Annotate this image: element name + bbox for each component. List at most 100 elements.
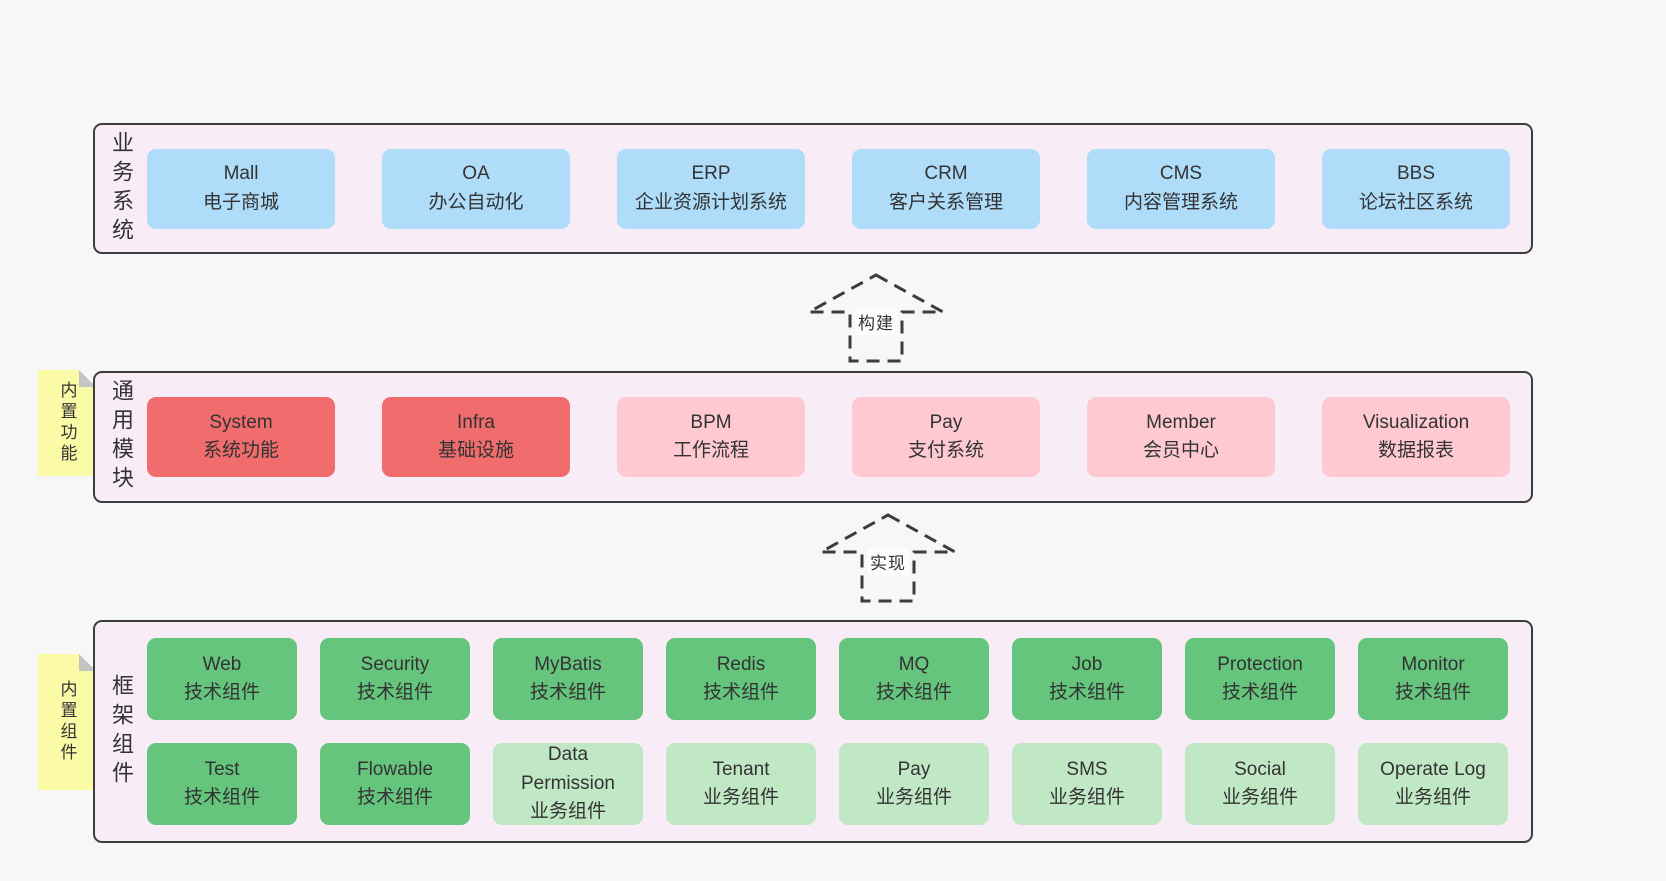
box-title: Security xyxy=(360,653,430,675)
box-subtitle: 技术组件 xyxy=(1394,682,1471,703)
box-subtitle: 办公自动化 xyxy=(428,191,524,213)
box-title: Flowable xyxy=(356,758,434,780)
box-title: BPM xyxy=(690,411,732,433)
box-subtitle: 业务组件 xyxy=(1394,787,1471,808)
box-visualization: Visualization 数据报表 xyxy=(1322,397,1510,477)
box-pay-module: Pay 支付系统 xyxy=(852,397,1040,477)
box-subtitle: 业务组件 xyxy=(1048,787,1125,808)
box-infra: Infra 基础设施 xyxy=(382,397,570,477)
sticky-note-built-in-components: 内置组件 xyxy=(38,654,96,790)
box-subtitle: 技术组件 xyxy=(875,682,952,703)
box-subtitle: 电子商城 xyxy=(202,191,279,213)
box-crm: CRM 客户关系管理 xyxy=(852,148,1040,229)
box-title: Mall xyxy=(223,163,259,184)
band-common-modules: 通用模块 System 系统功能 Infra 基础设施 BPM 工作流程 Pay… xyxy=(93,371,1533,503)
box-title: OA xyxy=(462,163,490,184)
box-subtitle: 技术组件 xyxy=(1221,682,1298,703)
box-subtitle: 论坛社区系统 xyxy=(1358,191,1473,213)
box-title: Protection xyxy=(1217,653,1303,675)
component-row-1: Web 技术组件 Security 技术组件 MyBatis 技术组件 Redi… xyxy=(147,638,1511,720)
box-sms: SMS 业务组件 xyxy=(1012,743,1162,825)
arrow-implement: 实现 xyxy=(818,512,958,604)
box-mq: MQ 技术组件 xyxy=(839,638,989,720)
box-subtitle: 业务组件 xyxy=(529,801,606,823)
box-subtitle: 业务组件 xyxy=(875,787,952,808)
box-test: Test 技术组件 xyxy=(147,743,297,825)
box-erp: ERP 企业资源计划系统 xyxy=(617,148,805,229)
dashed-up-arrow-icon xyxy=(820,513,956,603)
box-subtitle: 工作流程 xyxy=(672,440,749,461)
box-bpm: BPM 工作流程 xyxy=(617,397,805,477)
box-security: Security 技术组件 xyxy=(320,638,470,720)
arrow-label: 实现 xyxy=(867,548,909,575)
box-protection: Protection 技术组件 xyxy=(1185,638,1335,720)
box-title: CRM xyxy=(924,163,968,184)
box-subtitle: 会员中心 xyxy=(1142,440,1219,461)
box-tenant: Tenant 业务组件 xyxy=(666,743,816,825)
box-title: MyBatis xyxy=(534,653,602,675)
box-social: Social 业务组件 xyxy=(1185,743,1335,825)
box-subtitle: 技术组件 xyxy=(183,787,260,808)
box-title: Operate Log xyxy=(1380,758,1486,780)
band-title: 框架组件 xyxy=(109,673,134,790)
box-subtitle: 数据报表 xyxy=(1377,440,1454,461)
box-title: Web xyxy=(202,653,242,675)
box-pay-component: Pay 业务组件 xyxy=(839,743,989,825)
box-title: Pay xyxy=(897,758,931,780)
box-job: Job 技术组件 xyxy=(1012,638,1162,720)
box-flowable: Flowable 技术组件 xyxy=(320,743,470,825)
box-title: Data Permission xyxy=(521,744,615,794)
box-title: Monitor xyxy=(1401,653,1465,675)
box-subtitle: 客户关系管理 xyxy=(888,191,1003,213)
note-label: 内置功能 xyxy=(57,381,77,465)
dashed-up-arrow-icon xyxy=(808,273,944,363)
band-title: 通用模块 xyxy=(109,379,134,495)
box-title: CMS xyxy=(1159,163,1203,184)
box-title: Redis xyxy=(716,653,766,675)
box-subtitle: 技术组件 xyxy=(529,682,606,703)
box-mybatis: MyBatis 技术组件 xyxy=(493,638,643,720)
box-system: System 系统功能 xyxy=(147,397,335,477)
box-monitor: Monitor 技术组件 xyxy=(1358,638,1508,720)
box-title: Test xyxy=(204,758,240,780)
box-subtitle: 业务组件 xyxy=(702,787,779,808)
box-title: Infra xyxy=(456,411,496,433)
box-subtitle: 技术组件 xyxy=(183,682,260,703)
box-cms: CMS 内容管理系统 xyxy=(1087,148,1275,229)
business-system-boxes: Mall 电子商城 OA 办公自动化 ERP 企业资源计划系统 CRM 客户关系… xyxy=(147,125,1531,252)
box-subtitle: 业务组件 xyxy=(1221,787,1298,808)
band-framework-components: 框架组件 Web 技术组件 Security 技术组件 MyBatis 技术组件… xyxy=(93,620,1533,843)
band-title: 业务系统 xyxy=(109,130,134,247)
box-subtitle: 内容管理系统 xyxy=(1123,191,1238,213)
box-title: System xyxy=(209,411,273,433)
arrow-label: 构建 xyxy=(855,308,897,335)
box-title: BBS xyxy=(1396,163,1436,184)
box-title: ERP xyxy=(691,163,731,184)
band-business-systems: 业务系统 Mall 电子商城 OA 办公自动化 ERP 企业资源计划系统 CRM… xyxy=(93,123,1533,254)
note-label: 内置组件 xyxy=(57,680,77,764)
box-title: Member xyxy=(1146,411,1216,433)
arrow-build: 构建 xyxy=(806,272,946,364)
box-redis: Redis 技术组件 xyxy=(666,638,816,720)
box-subtitle: 技术组件 xyxy=(356,787,433,808)
box-subtitle: 技术组件 xyxy=(702,682,779,703)
box-title: Tenant xyxy=(712,758,770,780)
box-mall: Mall 电子商城 xyxy=(147,148,335,229)
box-title: Visualization xyxy=(1362,411,1470,433)
box-title: SMS xyxy=(1066,758,1108,780)
box-subtitle: 支付系统 xyxy=(907,440,984,461)
box-member: Member 会员中心 xyxy=(1087,397,1275,477)
box-subtitle: 技术组件 xyxy=(1048,682,1125,703)
framework-component-boxes: Web 技术组件 Security 技术组件 MyBatis 技术组件 Redi… xyxy=(147,622,1531,841)
box-subtitle: 技术组件 xyxy=(356,682,433,703)
box-subtitle: 企业资源计划系统 xyxy=(634,191,787,213)
box-data-permission: Data Permission 业务组件 xyxy=(493,743,643,825)
box-subtitle: 系统功能 xyxy=(202,440,279,461)
box-web: Web 技术组件 xyxy=(147,638,297,720)
box-oa: OA 办公自动化 xyxy=(382,148,570,229)
box-title: MQ xyxy=(898,653,930,675)
box-title: Pay xyxy=(929,411,963,433)
common-module-boxes: System 系统功能 Infra 基础设施 BPM 工作流程 Pay 支付系统… xyxy=(147,373,1531,501)
sticky-note-built-in-features: 内置功能 xyxy=(38,370,96,476)
